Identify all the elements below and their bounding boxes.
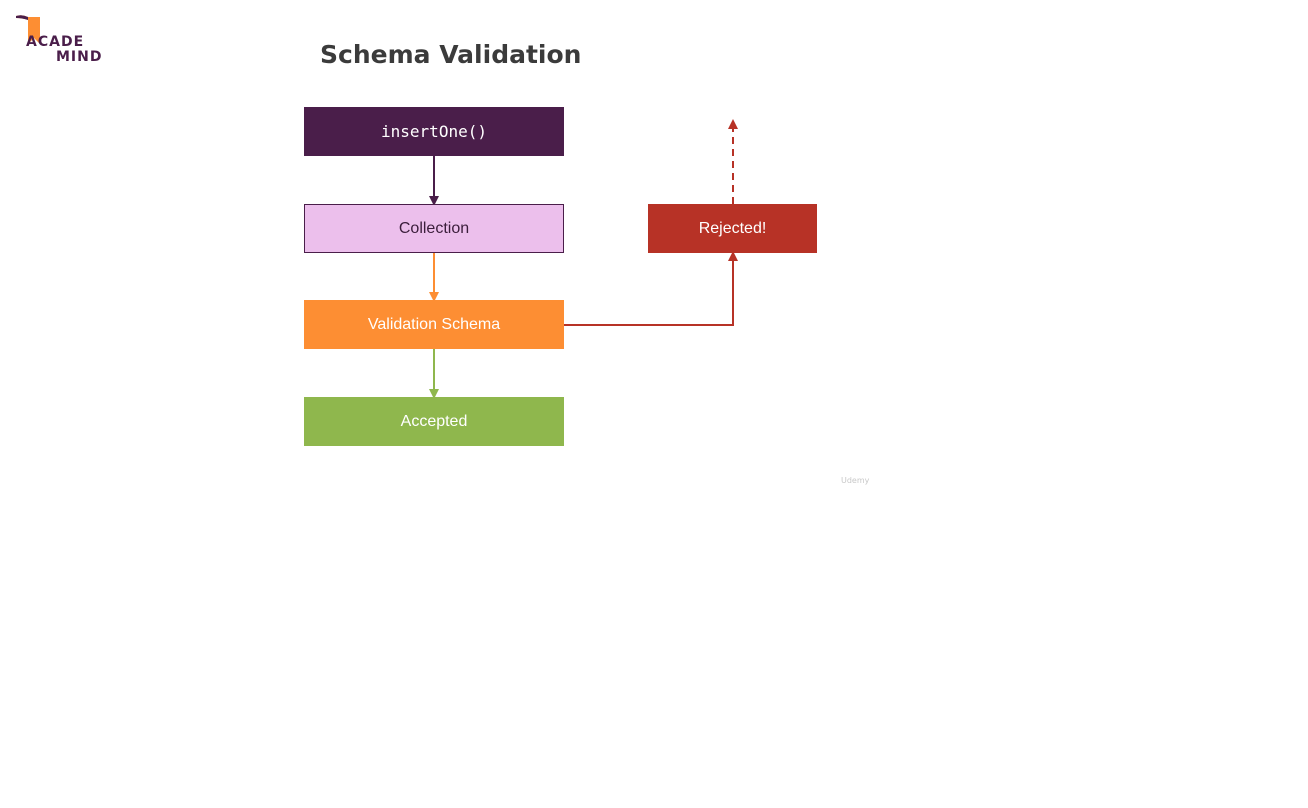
rejected-node: Rejected!: [648, 204, 817, 253]
arrow-validation-to-rejected: [564, 251, 738, 326]
accepted-node: Accepted: [304, 397, 564, 446]
insertone-node: insertOne(): [304, 107, 564, 156]
validation-schema-node: Validation Schema: [304, 300, 564, 349]
academind-logo-icon: [16, 15, 40, 44]
page-title: Schema Validation: [320, 40, 582, 69]
logo-text-line1: ACADE: [26, 34, 85, 50]
logo-text-line2: MIND: [56, 49, 103, 65]
collection-node: Collection: [304, 204, 564, 253]
udemy-watermark: Udemy: [841, 476, 870, 485]
academind-logo: ACADE MIND: [16, 14, 106, 66]
